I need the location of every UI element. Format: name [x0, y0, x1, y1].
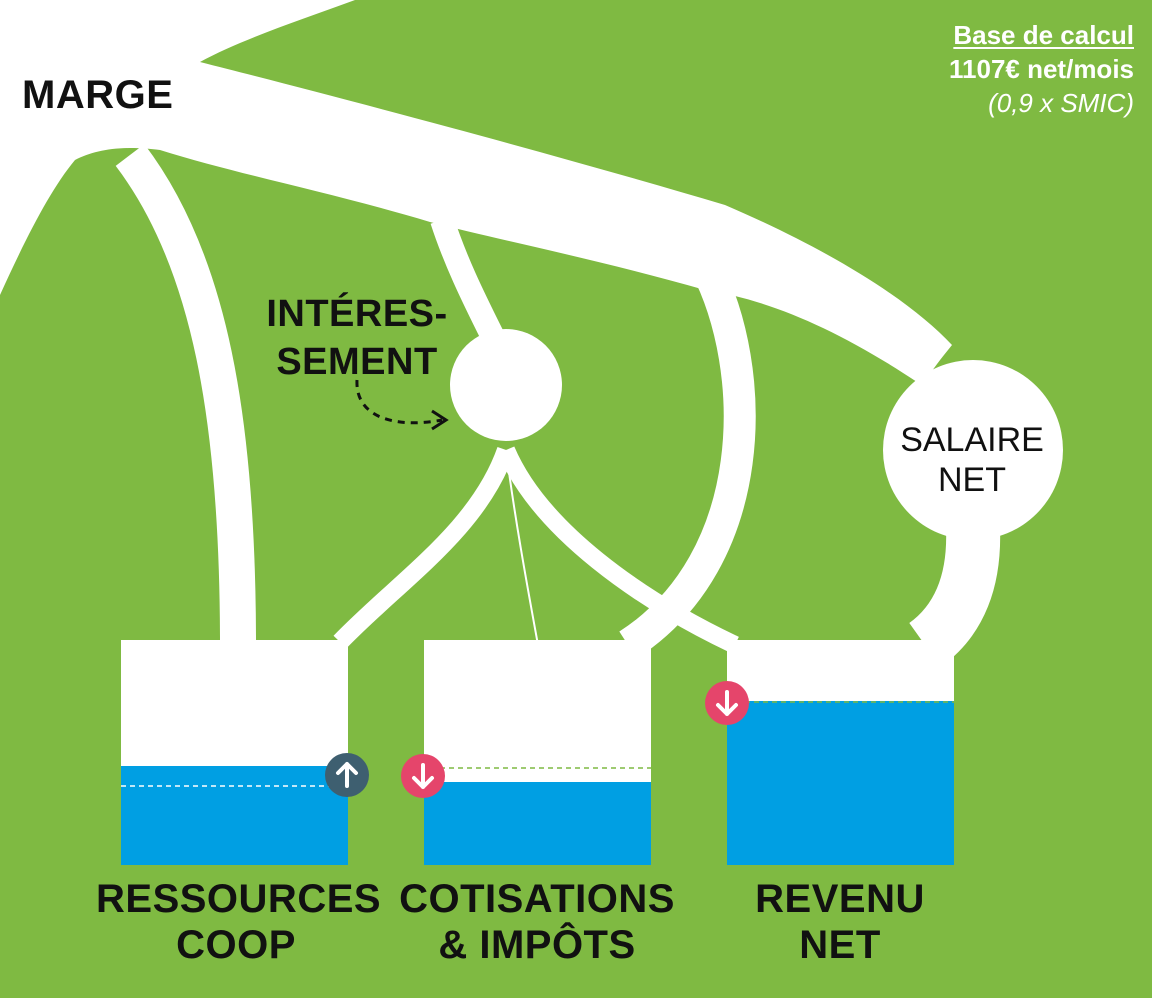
- calculation-base-value: 1107€ net/mois: [949, 54, 1134, 84]
- revenu-net-label-line2: NET: [799, 923, 881, 967]
- dashed-curved-arrow-icon: [355, 379, 449, 431]
- container-cotisations: [401, 640, 651, 865]
- flow-interessement-revenu: [497, 446, 739, 654]
- interessement-label: INTÉRES- SEMENT: [262, 290, 452, 386]
- arrow-down-icon: [705, 681, 749, 725]
- marge-label: MARGE: [22, 73, 174, 117]
- cotisations-impots-label-line2: & IMPÔTS: [438, 923, 636, 967]
- ressources-coop-label-line2: COOP: [176, 923, 296, 967]
- cotisations-impots-label-line1: COTISATIONS: [399, 877, 675, 921]
- arrow-down-icon: [401, 754, 445, 798]
- revenu-net-label-line1: REVENU: [755, 877, 925, 921]
- interessement-label-line2: SEMENT: [276, 341, 438, 383]
- interessement-label-line1: INTÉRES-: [266, 293, 448, 335]
- cotisations-impots-label: COTISATIONS & IMPÔTS: [392, 876, 682, 968]
- water-fill-coop: [121, 766, 348, 865]
- container-coop: [121, 640, 369, 865]
- calculation-base-title: Base de calcul: [953, 20, 1134, 50]
- flow-salaire-revenu: [908, 526, 1001, 667]
- water-fill-revenu: [727, 701, 954, 865]
- arrow-up-icon: [325, 753, 369, 797]
- flow-interessement-coop: [333, 446, 515, 649]
- salaire-net-node: [883, 360, 1063, 540]
- flow-marge-coop: [115, 144, 256, 646]
- salaire-net-label: SALAIRE NET: [884, 420, 1060, 500]
- water-fill-cotisations: [424, 782, 651, 865]
- salaire-net-label-line2: NET: [938, 461, 1006, 499]
- ressources-coop-label: RESSOURCES COOP: [96, 876, 382, 968]
- salaire-net-label-line1: SALAIRE: [900, 421, 1044, 459]
- ressources-coop-label-line1: RESSOURCES: [96, 877, 382, 921]
- calculation-base-note: (0,9 x SMIC): [988, 88, 1134, 118]
- flow-marge-interessement: [430, 216, 503, 341]
- interessement-node: [450, 329, 562, 441]
- container-revenu: [705, 640, 954, 865]
- revenu-net-label: REVENU NET: [720, 876, 960, 968]
- calculation-base-block: Base de calcul 1107€ net/mois (0,9 x SMI…: [949, 18, 1134, 120]
